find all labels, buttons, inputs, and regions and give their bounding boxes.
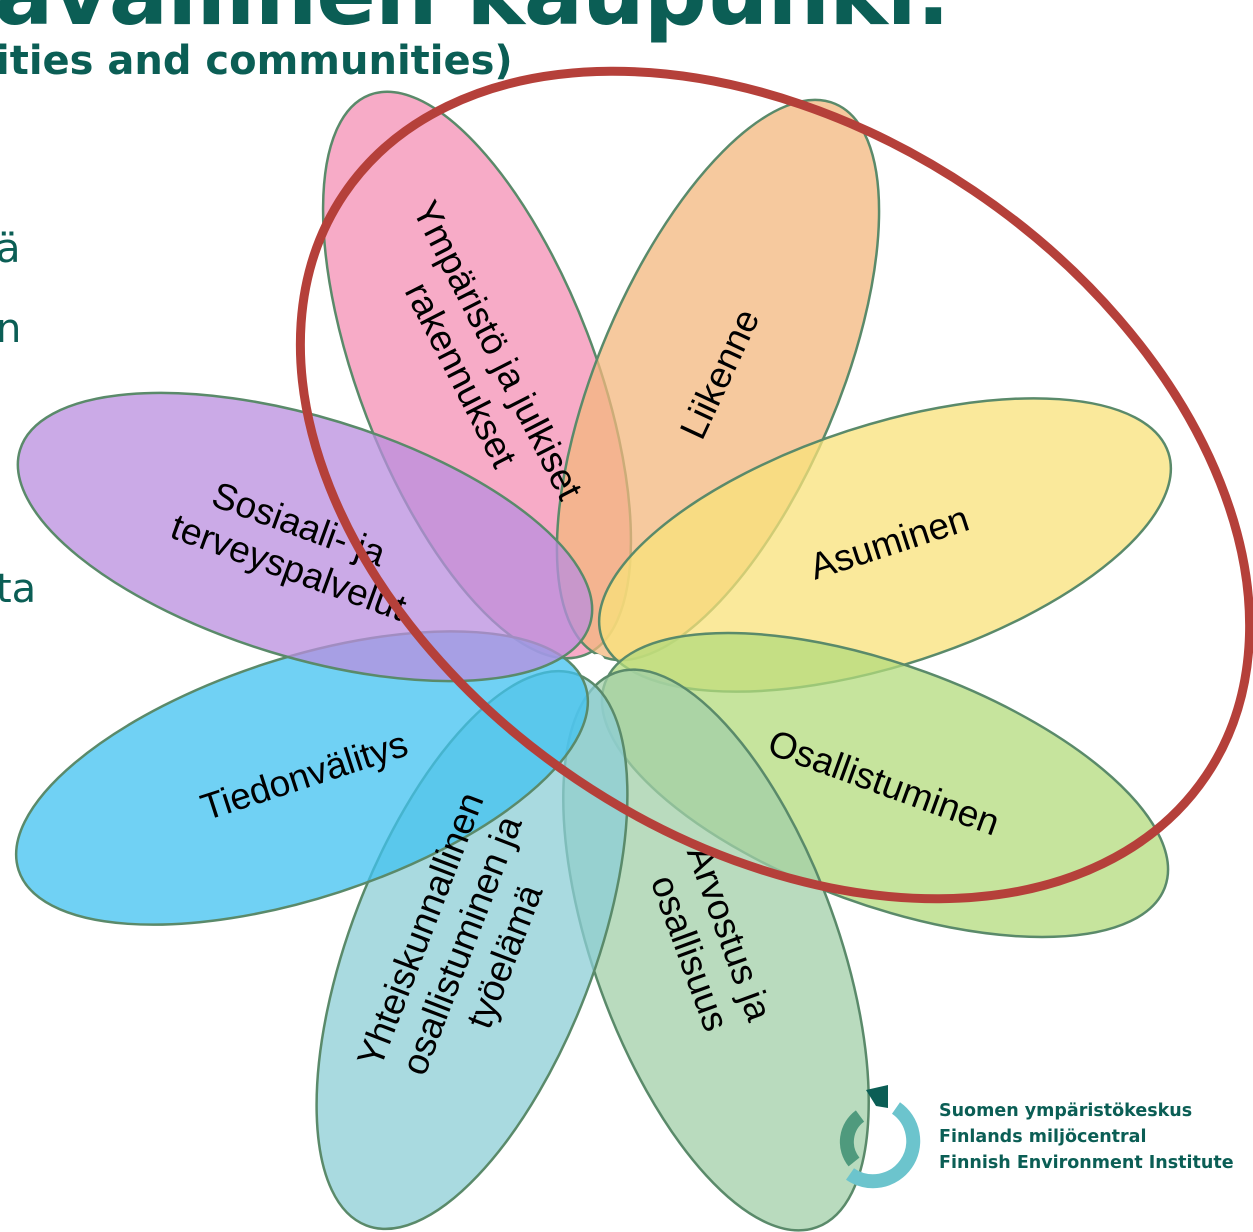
- logo-line: Finlands miljöcentral: [939, 1127, 1147, 1147]
- left-text-fragment: n: [0, 306, 22, 352]
- highlight-ellipse: [295, 66, 1253, 904]
- petal-asuminen: [597, 397, 1173, 693]
- logo-line: Finnish Environment Institute: [939, 1153, 1234, 1173]
- petal-ymparisto: [321, 90, 633, 660]
- syke-logo-icon: [839, 1085, 921, 1189]
- petal-shape: [321, 90, 633, 660]
- page-subtitle: ities and communities): [0, 38, 513, 84]
- logo-text: Suomen ympäristökeskus Finlands miljöcen…: [939, 1098, 1234, 1176]
- petal-sosiaali: [16, 391, 594, 683]
- logo-line: Suomen ympäristökeskus: [939, 1101, 1193, 1121]
- petal-tiedonvalitys: [14, 630, 590, 926]
- petal-shape: [597, 397, 1173, 693]
- flower-center: [589, 654, 605, 670]
- petal-arvostus: [562, 668, 870, 1232]
- left-text-fragment: ta: [0, 566, 37, 612]
- petal-shape: [14, 630, 590, 926]
- page-title: avallinen kaupunki:: [0, 0, 951, 45]
- petal-shape: [562, 668, 870, 1232]
- left-text-fragment: ä: [0, 226, 21, 272]
- petal-shape: [16, 391, 594, 683]
